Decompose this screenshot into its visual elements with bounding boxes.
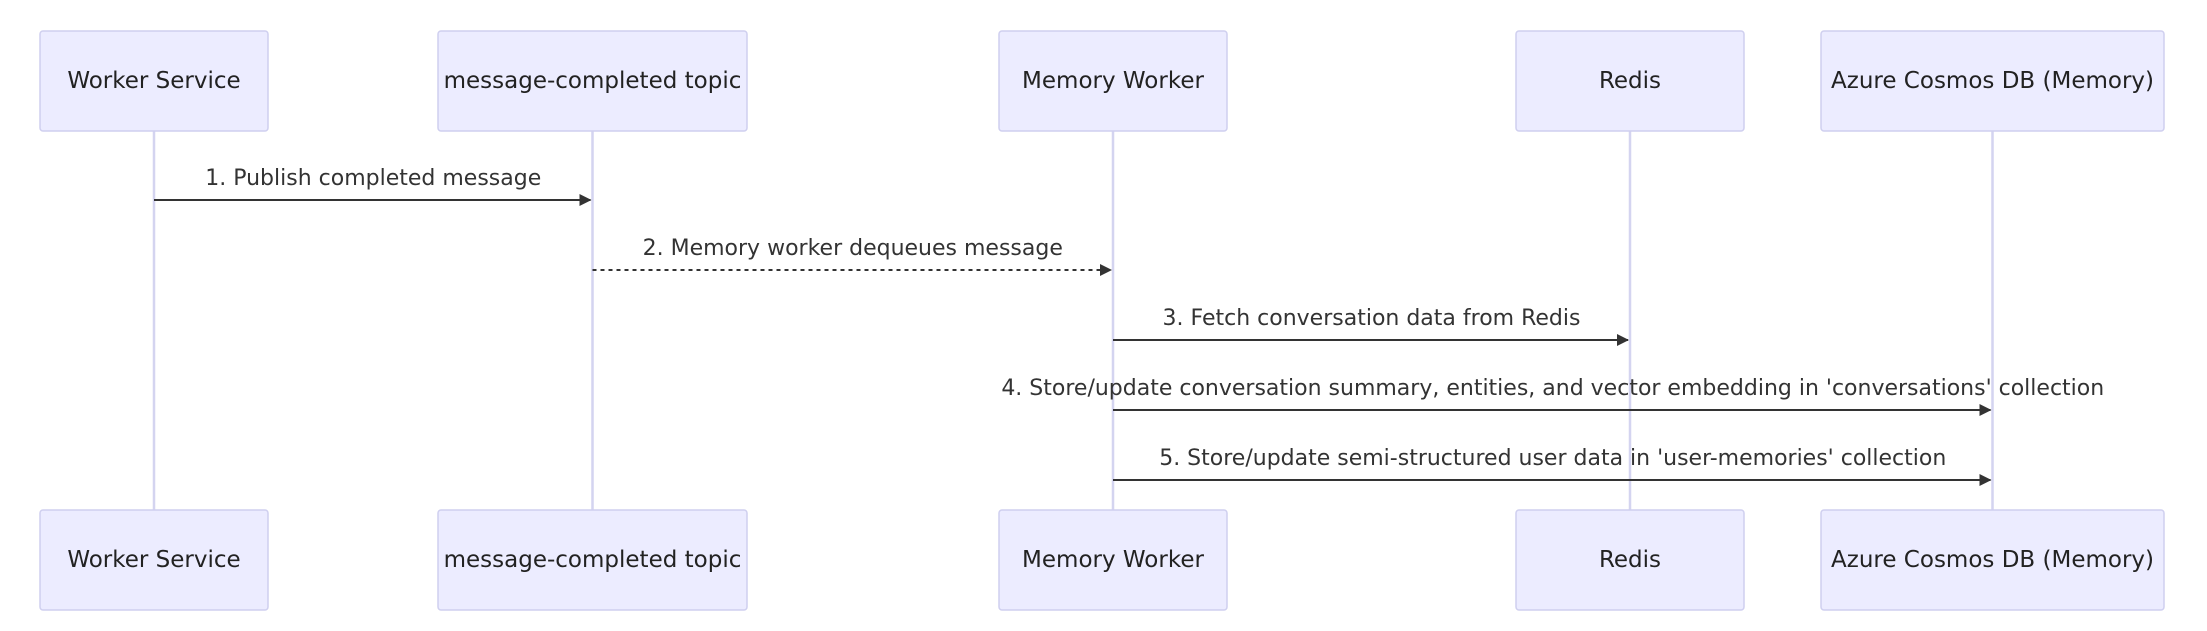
participant-label: message-completed topic	[444, 547, 742, 573]
participant-box	[1515, 509, 1745, 611]
message-label: 3. Fetch conversation data from Redis	[1163, 306, 1581, 331]
participant-label: Worker Service	[67, 547, 240, 573]
participant-worker-bottom: Worker Service	[39, 509, 269, 611]
participant-box	[1820, 509, 2165, 611]
message-label: 5. Store/update semi-structured user dat…	[1159, 446, 1946, 471]
participant-label: Redis	[1599, 68, 1661, 94]
participant-cosmos-top: Azure Cosmos DB (Memory)	[1820, 30, 2165, 132]
participant-redis-bottom: Redis	[1515, 509, 1745, 611]
message-5: 5. Store/update semi-structured user dat…	[1113, 446, 1992, 486]
message-label: 4. Store/update conversation summary, en…	[1001, 376, 2104, 401]
participant-box	[998, 509, 1228, 611]
message-4: 4. Store/update conversation summary, en…	[1001, 376, 2104, 416]
participant-box	[1515, 30, 1745, 132]
participant-box	[1820, 30, 2165, 132]
participant-box	[437, 30, 748, 132]
participant-box	[39, 30, 269, 132]
participant-box	[998, 30, 1228, 132]
participant-label: Redis	[1599, 547, 1661, 573]
participant-box	[437, 509, 748, 611]
participant-topic-top: message-completed topic	[437, 30, 748, 132]
participant-memory-bottom: Memory Worker	[998, 509, 1228, 611]
participant-label: Azure Cosmos DB (Memory)	[1831, 68, 2154, 94]
participant-label: Memory Worker	[1022, 68, 1204, 94]
message-label: 1. Publish completed message	[205, 166, 541, 191]
participant-cosmos-bottom: Azure Cosmos DB (Memory)	[1820, 509, 2165, 611]
message-2: 2. Memory worker dequeues message	[592, 236, 1112, 276]
participant-worker-top: Worker Service	[39, 30, 269, 132]
participant-label: Azure Cosmos DB (Memory)	[1831, 547, 2154, 573]
message-label: 2. Memory worker dequeues message	[643, 236, 1063, 261]
participant-label: message-completed topic	[444, 68, 742, 94]
participant-label: Worker Service	[67, 68, 240, 94]
message-3: 3. Fetch conversation data from Redis	[1113, 306, 1629, 346]
message-1: 1. Publish completed message	[154, 166, 592, 206]
participant-label: Memory Worker	[1022, 547, 1204, 573]
participant-box	[39, 509, 269, 611]
participant-topic-bottom: message-completed topic	[437, 509, 748, 611]
participant-redis-top: Redis	[1515, 30, 1745, 132]
participant-memory-top: Memory Worker	[998, 30, 1228, 132]
